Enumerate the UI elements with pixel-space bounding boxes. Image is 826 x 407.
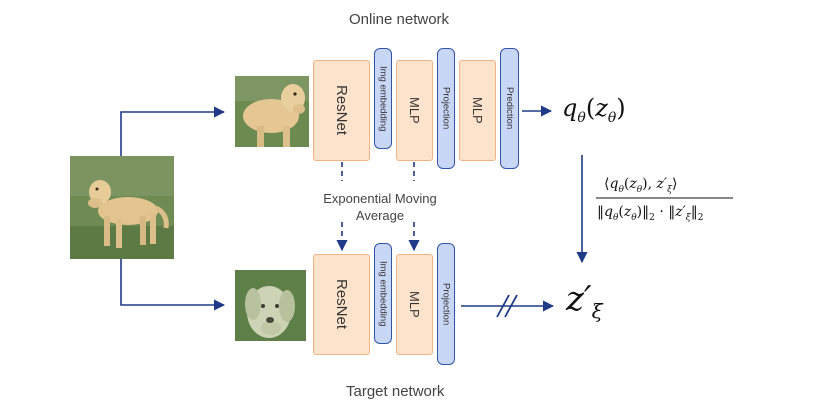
- target-mlp-block: MLP: [396, 254, 433, 355]
- dog-standing-photo: [70, 156, 174, 259]
- stop-gradient-mark-2: [504, 294, 518, 318]
- stop-gradient-mark-1: [496, 294, 510, 318]
- target-img-embedding-label: Img embedding: [377, 260, 389, 327]
- online-output-formula: qθ(zθ): [562, 94, 626, 126]
- target-resnet-block: ResNet: [313, 254, 370, 355]
- target-projection-label: Projection: [440, 282, 452, 326]
- input-to-target-arrow: [120, 258, 226, 311]
- online-img-embedding-block: Img embedding: [374, 48, 392, 149]
- input-to-online-arrow: [120, 106, 226, 156]
- online-projection-label: Projection: [440, 87, 452, 130]
- dog-crop-photo: [235, 76, 309, 147]
- target-projection-block: Projection: [437, 243, 455, 365]
- target-output-formula: z′ξ: [566, 279, 603, 323]
- similarity-denominator: ‖qθ(zθ)‖2 · ‖z′ξ‖2: [597, 204, 704, 223]
- online-img-embedding-label: Img embedding: [377, 65, 389, 132]
- online-projection-block: Projection: [437, 48, 455, 169]
- online-resnet-label: ResNet: [333, 85, 350, 136]
- online-prediction-block: Prediction: [500, 48, 519, 169]
- target-mlp-label: MLP: [407, 291, 422, 318]
- ema-label-line2: Average: [355, 208, 405, 223]
- target-network-title: Target network: [346, 383, 445, 400]
- ema-label: Exponential Moving Average: [300, 190, 460, 224]
- target-resnet-label: ResNet: [333, 279, 350, 330]
- target-img-embedding-block: Img embedding: [374, 243, 392, 344]
- online-prediction-label: Prediction: [504, 87, 515, 130]
- dog-face-photo: [235, 270, 306, 341]
- online-resnet-block: ResNet: [313, 60, 370, 161]
- online-mlp-block: MLP: [396, 60, 433, 161]
- online-mlp-label: MLP: [407, 97, 422, 124]
- online-mlp2-block: MLP: [459, 60, 496, 161]
- online-mlp2-label: MLP: [470, 97, 485, 124]
- online-network-title: Online network: [349, 11, 450, 28]
- similarity-numerator: ⟨qθ(zθ), z′ξ⟩: [604, 176, 678, 195]
- ema-label-line1: Exponential Moving: [323, 191, 437, 206]
